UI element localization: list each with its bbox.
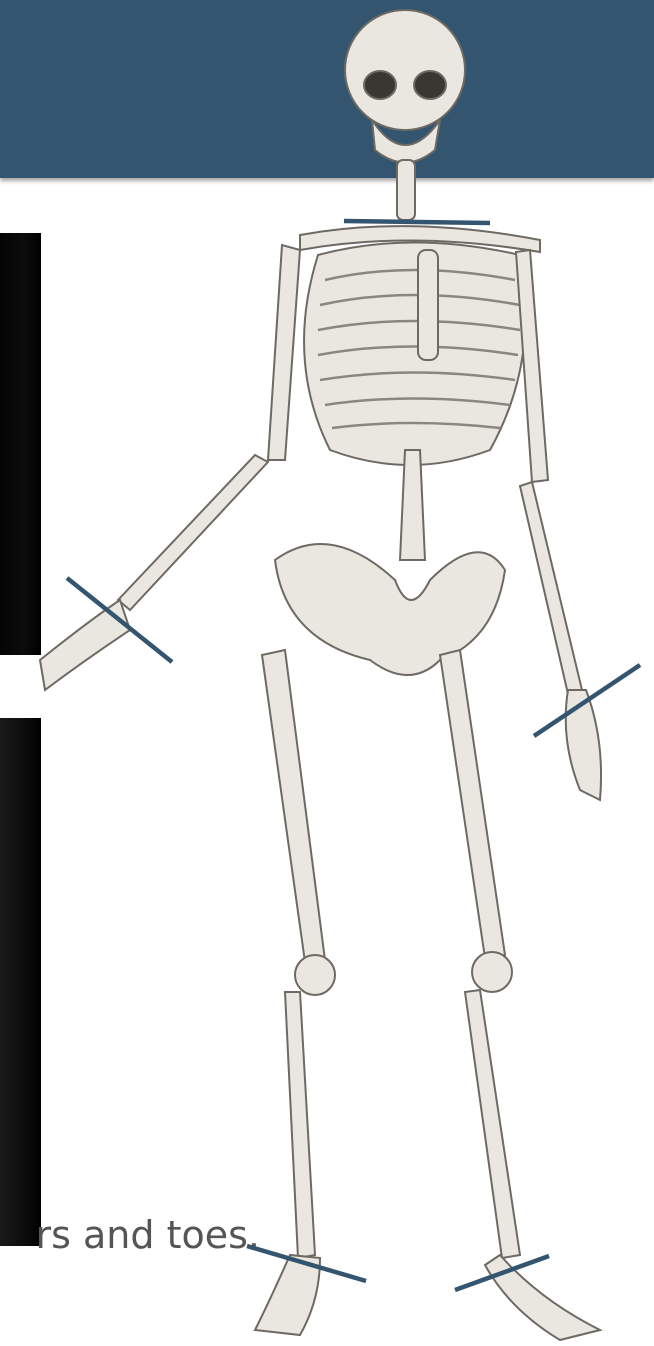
right-tibia xyxy=(285,992,315,1258)
cervical-spine xyxy=(397,160,415,220)
right-humerus xyxy=(268,245,300,460)
lumbar-spine xyxy=(400,450,425,560)
right-knee xyxy=(295,955,335,995)
right-hand xyxy=(40,600,130,690)
right-femur xyxy=(262,650,325,962)
right-foot xyxy=(255,1255,320,1335)
right-forearm xyxy=(118,455,268,610)
left-forearm xyxy=(520,482,582,694)
neck-marker-line xyxy=(344,221,490,223)
left-foot xyxy=(485,1255,600,1340)
left-hand xyxy=(566,690,601,800)
left-femur xyxy=(440,650,505,958)
sternum xyxy=(418,250,438,360)
pelvis xyxy=(275,544,505,675)
left-knee xyxy=(472,952,512,992)
left-tibia xyxy=(465,990,520,1258)
skull xyxy=(345,10,465,130)
